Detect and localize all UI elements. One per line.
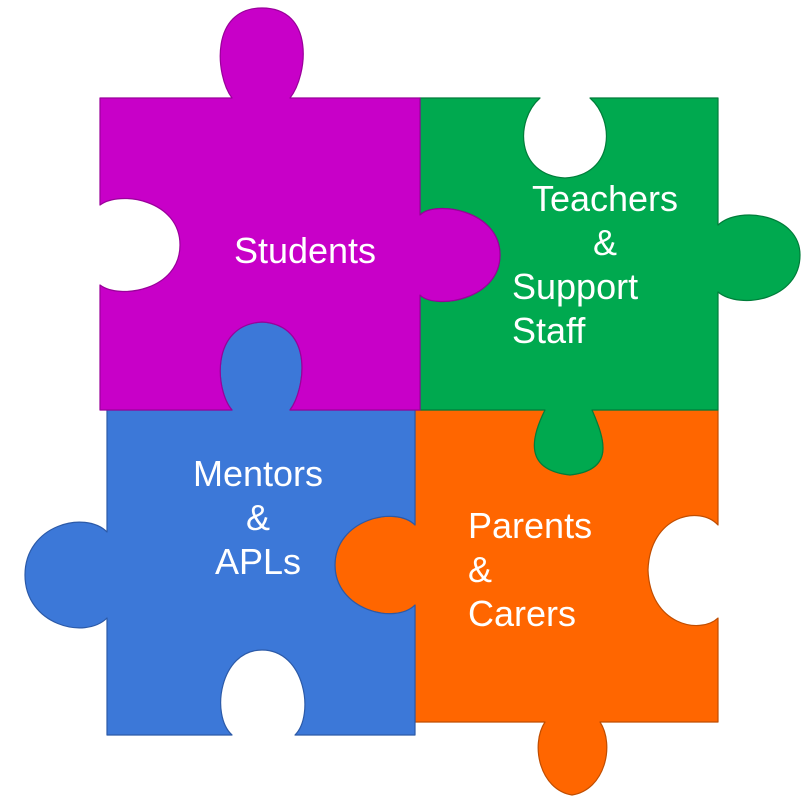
mentors-apls-label: Mentors & APLs — [158, 452, 358, 584]
mentors-label-line-2: & — [245, 497, 270, 538]
parents-carers-label: Parents & Carers — [468, 504, 668, 636]
teachers-support-staff-label: Teachers & — [505, 177, 705, 265]
parents-label-line-2: & — [468, 549, 493, 590]
students-label-line-1: Students — [233, 230, 377, 271]
mentors-label-line-3: APLs — [214, 541, 302, 582]
teachers-label-line-1: Teachers — [531, 178, 679, 219]
mentors-label-line-1: Mentors — [192, 453, 324, 494]
teachers-label-line-3: Support — [512, 266, 639, 307]
teachers-label-line-2: & — [592, 222, 617, 263]
students-piece — [99, 7, 501, 411]
students-label: Students — [205, 229, 405, 273]
parents-label-line-3: Carers — [468, 593, 577, 634]
parents-label-line-1: Parents — [468, 505, 593, 546]
support-staff-label: Support Staff — [512, 265, 702, 353]
teachers-label-line-4: Staff — [512, 310, 586, 351]
